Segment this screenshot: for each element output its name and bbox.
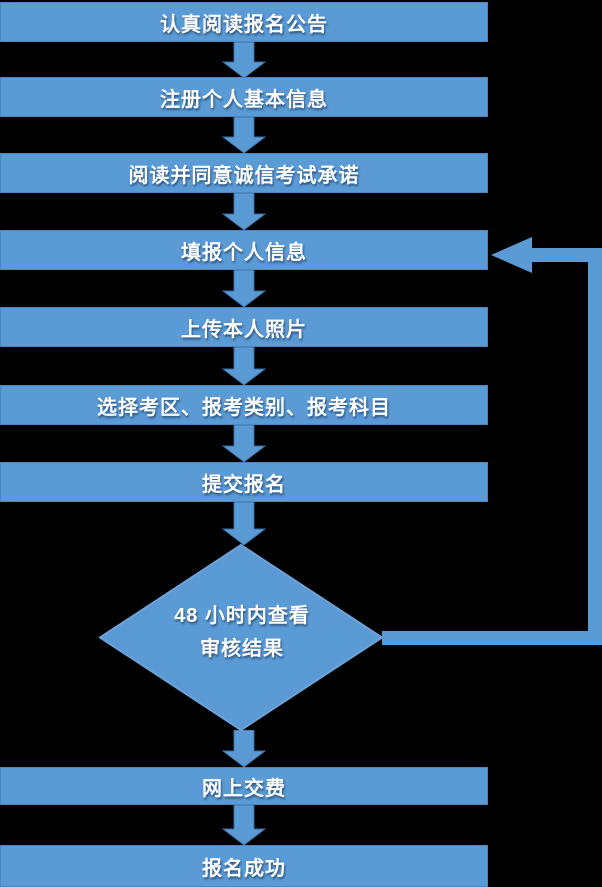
down-arrow-icon [222, 193, 266, 230]
loop-left-arrow-head-icon [491, 237, 532, 273]
flow-step-submit-registration: 提交报名 [0, 462, 488, 502]
loop-connector-top-arm [532, 248, 602, 262]
decision-label: 48 小时内查看 审核结果 [96, 600, 388, 666]
flow-step-fill-personal-info: 填报个人信息 [0, 230, 488, 270]
flow-step-register-info: 注册个人基本信息 [0, 77, 488, 117]
flow-step-agree-commitment: 阅读并同意诚信考试承诺 [0, 153, 488, 193]
down-arrow-icon [222, 117, 266, 153]
flow-step-upload-photo: 上传本人照片 [0, 307, 488, 347]
down-arrow-icon [222, 270, 266, 307]
decision-label-line2: 审核结果 [200, 638, 284, 660]
loop-connector-vertical [588, 248, 602, 645]
flow-step-select-subjects: 选择考区、报考类别、报考科目 [0, 385, 488, 425]
down-arrow-icon [222, 730, 266, 767]
decision-label-line1: 48 小时内查看 [174, 605, 310, 627]
down-arrow-icon [222, 805, 266, 845]
down-arrow-icon [222, 502, 266, 545]
decision-diamond-check-review [98, 543, 384, 732]
flow-step-read-announcement: 认真阅读报名公告 [0, 2, 488, 42]
flow-step-registration-success: 报名成功 [0, 845, 488, 887]
loop-connector-bottom-arm [382, 631, 602, 645]
flow-step-pay-online: 网上交费 [0, 767, 488, 805]
down-arrow-icon [222, 42, 266, 78]
down-arrow-icon [222, 425, 266, 462]
down-arrow-icon [222, 347, 266, 385]
